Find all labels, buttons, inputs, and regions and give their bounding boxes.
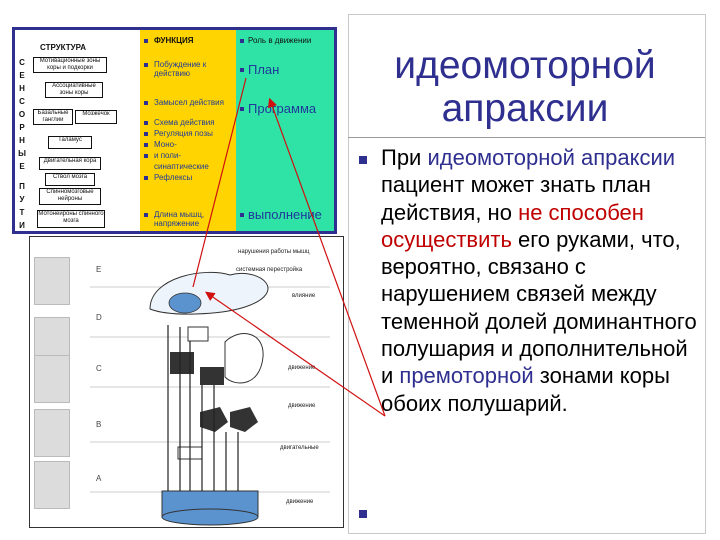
side-letter: Е (19, 162, 25, 171)
human-figure-image (34, 355, 70, 403)
term-ideomotor: идеомоторной апраксии (427, 145, 676, 170)
diagram-label: движение (288, 403, 316, 409)
structure-column: СТРУКТУРА С Е Н С О Р Н Ы Е П У Т И Моти… (15, 30, 140, 231)
side-letter: О (18, 110, 26, 119)
box-basal-ganglia: Базальные ганглии (33, 109, 73, 125)
role-execution: выполнение (248, 207, 322, 222)
role-column: Роль в движении План Программа выполнени… (236, 30, 334, 231)
bullet-icon (144, 213, 148, 217)
function-synaptic: синаптические (154, 162, 209, 171)
bullet-icon (144, 101, 148, 105)
level-letter: D (96, 313, 102, 322)
bullet-icon (144, 154, 148, 158)
diagram-label: движение (286, 499, 314, 505)
function-header: ФУНКЦИЯ (154, 36, 194, 45)
side-letter: С (19, 97, 25, 106)
role-plan: План (248, 62, 280, 77)
bullet-icon (359, 156, 367, 164)
text-run: пациент может знать план действия, но (381, 172, 651, 225)
bullet-icon (144, 39, 148, 43)
box-cerebellum: Мозжечок (75, 110, 117, 124)
term-cannot-perform: не способен осуществить (381, 199, 644, 252)
diagram-label: системная перестройка (236, 267, 303, 273)
function-mono: Моно- (154, 140, 177, 149)
function-reflexes: Рефлексы (154, 173, 193, 182)
pathway-drawing (90, 271, 330, 526)
human-figure-image (34, 409, 70, 457)
text-run: зонами коры обоих полушарий. (381, 363, 670, 416)
level-letter: A (96, 474, 102, 483)
bullet-icon (144, 121, 148, 125)
box-motivation-zones: Мотивационные зоны коры и подкорки (33, 57, 107, 73)
bullet-icon (240, 39, 244, 43)
box-spinal-neurons: Спинномозговые нейроны (39, 188, 101, 205)
side-letter: П (19, 182, 25, 191)
side-letter: С (19, 58, 25, 67)
diagram-label: движение (288, 365, 316, 371)
title-divider (348, 137, 705, 138)
box-motor-cortex: Двигательная кора (39, 157, 101, 170)
side-letter: И (19, 221, 25, 230)
function-plan: Замысел действия (154, 98, 224, 107)
title-line-1: идеомоторной (394, 44, 656, 87)
side-letter: Н (19, 136, 25, 145)
function-posture: Регуляция позы (154, 129, 213, 138)
side-letter: Ы (18, 149, 26, 158)
box-association-zones: Ассоциативные зоны коры (45, 82, 103, 98)
level-letter: C (96, 364, 102, 373)
function-column: ФУНКЦИЯ Побуждение к действию Замысел де… (140, 30, 236, 231)
bullet-icon (144, 176, 148, 180)
box-brainstem: Ствол мозга (45, 173, 95, 186)
bullet-icon (144, 143, 148, 147)
bullet-icon (359, 510, 367, 518)
bullet-icon (240, 107, 244, 111)
side-letter: Е (19, 71, 25, 80)
structure-header: СТРУКТУРА (40, 43, 87, 52)
bullet-text: При идеомоторной апраксии пациент может … (381, 144, 703, 417)
human-figure-image (34, 461, 70, 509)
motor-system-table-figure: СТРУКТУРА С Е Н С О Р Н Ы Е П У Т И Моти… (12, 27, 337, 234)
diagram-label: двигательные (280, 445, 319, 451)
human-figure-image (34, 257, 70, 305)
diagram-label: нарушения работы мышц (238, 249, 310, 255)
side-letter: Н (19, 84, 25, 93)
bullet-icon (240, 213, 244, 217)
bullet-icon (144, 132, 148, 136)
side-letter: Р (19, 123, 25, 132)
side-letter: У (19, 195, 25, 204)
term-premotor: премоторной (399, 363, 534, 389)
side-letter: Т (19, 208, 25, 217)
function-scheme: Схема действия (154, 118, 215, 127)
level-letter: B (96, 420, 102, 429)
role-header: Роль в движении (248, 36, 312, 45)
motor-pathway-diagram: E D C B A нарушени (29, 236, 344, 528)
function-poly: и поли- (154, 151, 182, 160)
box-thalamus: Таламус (48, 136, 92, 149)
function-motivation: Побуждение к действию (154, 60, 207, 78)
role-program: Программа (248, 101, 317, 116)
title-line-2: апраксии (441, 87, 609, 130)
bullet-icon (144, 63, 148, 67)
level-letter: E (96, 265, 102, 274)
bullet-icon (240, 68, 244, 72)
diagram-label: влияние (292, 293, 316, 299)
box-motoneurons: Мотонейроны спинного мозга (37, 210, 105, 228)
text-run: его руками, что, вероятно, связано с нар… (381, 226, 697, 389)
slide-title: идеомоторной апраксии (352, 44, 698, 130)
function-muscle-length: Длина мышц, напряжение (154, 210, 205, 228)
text-run: При (381, 145, 428, 170)
